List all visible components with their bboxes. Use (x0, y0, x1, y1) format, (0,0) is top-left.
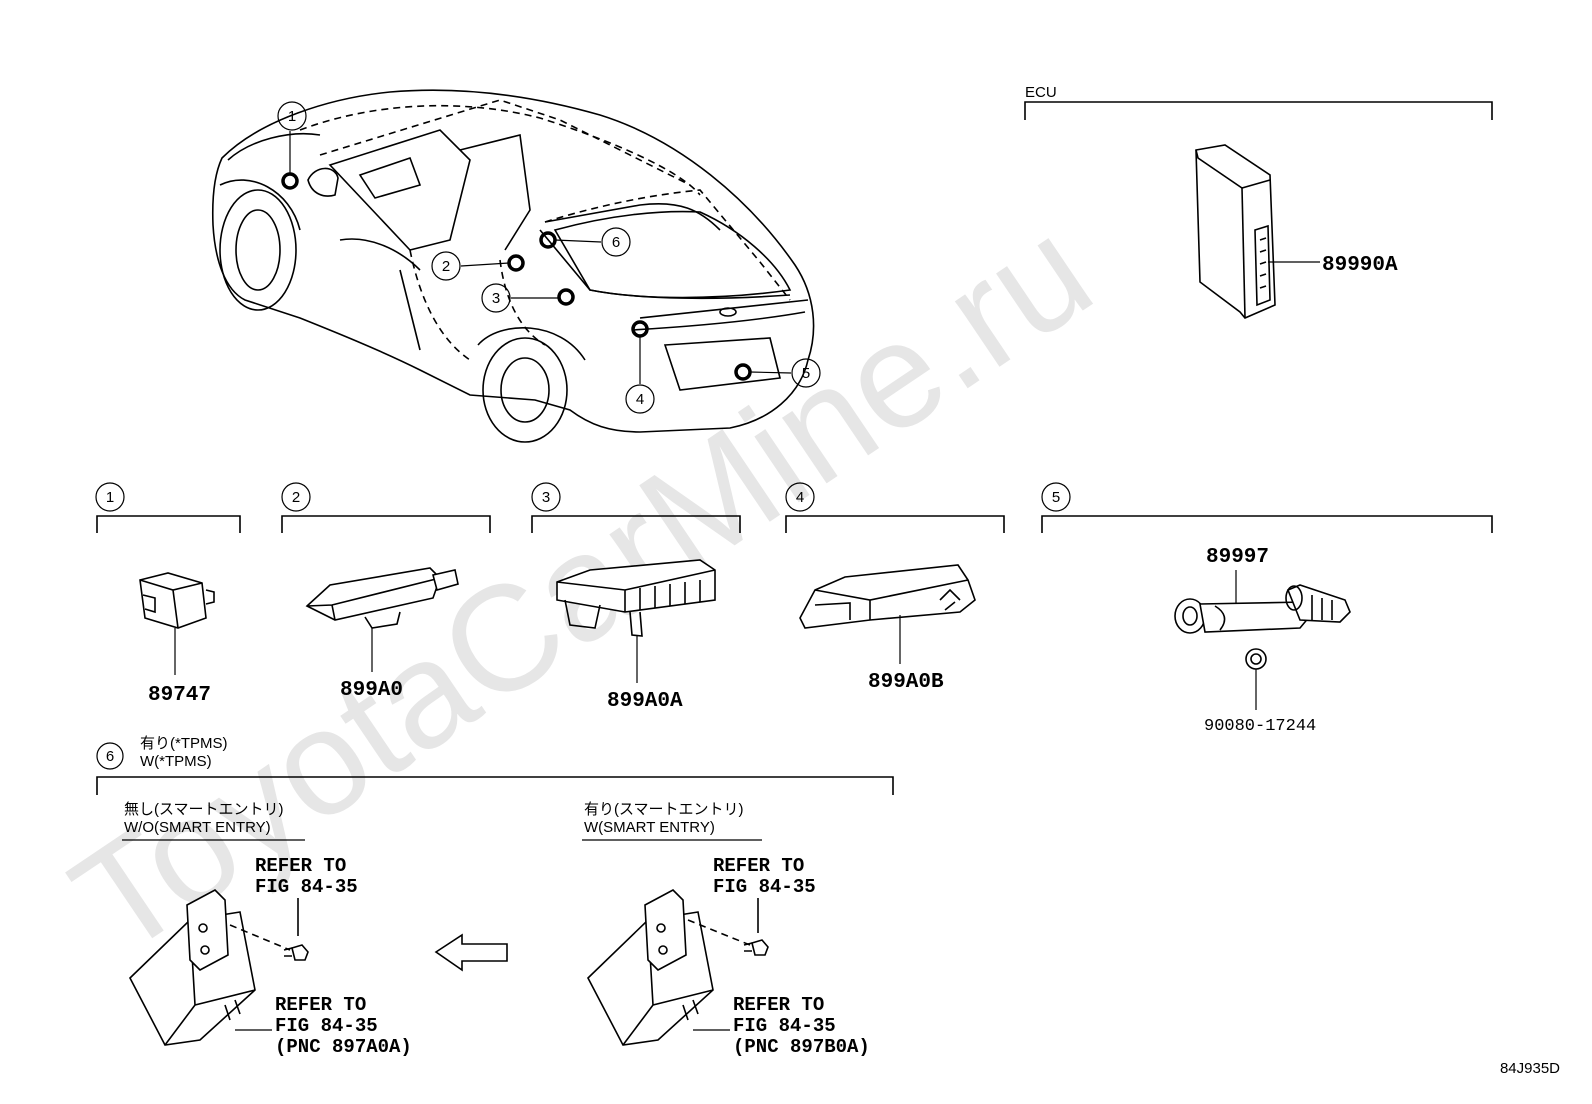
callout-6: 6 (612, 234, 620, 251)
part-899A0A-sensor (556, 559, 716, 613)
ecu-label: ECU (1025, 84, 1057, 101)
part-number-899A0B: 899A0B (868, 671, 944, 694)
part-number-899A0A: 899A0A (607, 690, 683, 713)
direction-arrow (434, 933, 508, 972)
callout-1: 1 (288, 108, 296, 125)
left-bolt (291, 944, 309, 961)
right-title-jp: 有り(スマートエントリ) (584, 801, 744, 818)
part-number-90080-17244: 90080-17244 (1204, 717, 1316, 736)
group-4: 4 899A0B (785, 482, 1005, 694)
callout-2: 2 (442, 258, 450, 275)
group-5-index: 5 (1052, 489, 1060, 506)
part-number-89997: 89997 (1206, 546, 1269, 569)
group-2: 2 899A0 (281, 482, 491, 702)
location-marker-1 (281, 172, 299, 190)
part-number-89990A: 89990A (1322, 254, 1398, 277)
group-6-right-variant: 有り(スマートエントリ) W(SMART ENTRY) REFER TO FIG… (582, 801, 870, 1058)
group-4-index: 4 (796, 489, 804, 506)
group-6-index: 6 (106, 748, 114, 765)
left-title-en: W/O(SMART ENTRY) (124, 819, 271, 836)
right-bolt-ref-line2: FIG 84-35 (713, 876, 816, 898)
right-title-en: W(SMART ENTRY) (584, 819, 715, 836)
group-3-index: 3 (542, 489, 550, 506)
left-box-ref-line1: REFER TO (275, 994, 366, 1016)
group-1-index: 1 (106, 489, 114, 506)
part-number-89747: 89747 (148, 684, 211, 707)
vehicle-illustration (211, 89, 815, 443)
ecu-module (1195, 144, 1276, 319)
ecu-group: ECU 89990A (1024, 84, 1493, 319)
right-box-ref-line1: REFER TO (733, 994, 824, 1016)
left-bolt-ref-line2: FIG 84-35 (255, 876, 358, 898)
location-marker-3 (557, 288, 575, 306)
right-bolt (751, 939, 769, 956)
callout-4: 4 (636, 391, 644, 408)
location-marker-2 (507, 254, 525, 272)
part-number-899A0: 899A0 (340, 679, 403, 702)
part-90080-17244-nut (1245, 648, 1267, 670)
right-bolt-ref-line1: REFER TO (713, 855, 804, 877)
left-box-ref-line3: (PNC 897A0A) (275, 1036, 412, 1058)
group-3: 3 899A0A (531, 482, 741, 713)
right-box-ref-line2: FIG 84-35 (733, 1015, 836, 1037)
group-6-left-variant: 無し(スマートエントリ) W/O(SMART ENTRY) REFER TO F… (122, 801, 412, 1058)
part-89747-sensor (139, 572, 207, 629)
group-6: 6 有り(*TPMS) W(*TPMS) 無し(スマートエントリ) W/O(SM… (96, 735, 894, 1058)
left-title-jp: 無し(スマートエントリ) (124, 801, 284, 818)
callout-5: 5 (802, 365, 810, 382)
group-2-index: 2 (292, 489, 300, 506)
group-6-condition-jp: 有り(*TPMS) (140, 735, 228, 752)
diagram-code: 84J935D (1500, 1060, 1560, 1077)
left-box-ref-line2: FIG 84-35 (275, 1015, 378, 1037)
location-callouts: 1 2 3 4 5 6 (277, 101, 821, 414)
group-5: 5 89997 90080-17244 (1041, 482, 1493, 736)
group-6-condition-en: W(*TPMS) (140, 753, 212, 770)
part-89997-valve (1174, 584, 1351, 634)
right-box-ref-line3: (PNC 897B0A) (733, 1036, 870, 1058)
group-1: 1 89747 (95, 482, 241, 707)
left-bolt-ref-line1: REFER TO (255, 855, 346, 877)
callout-3: 3 (492, 290, 500, 307)
